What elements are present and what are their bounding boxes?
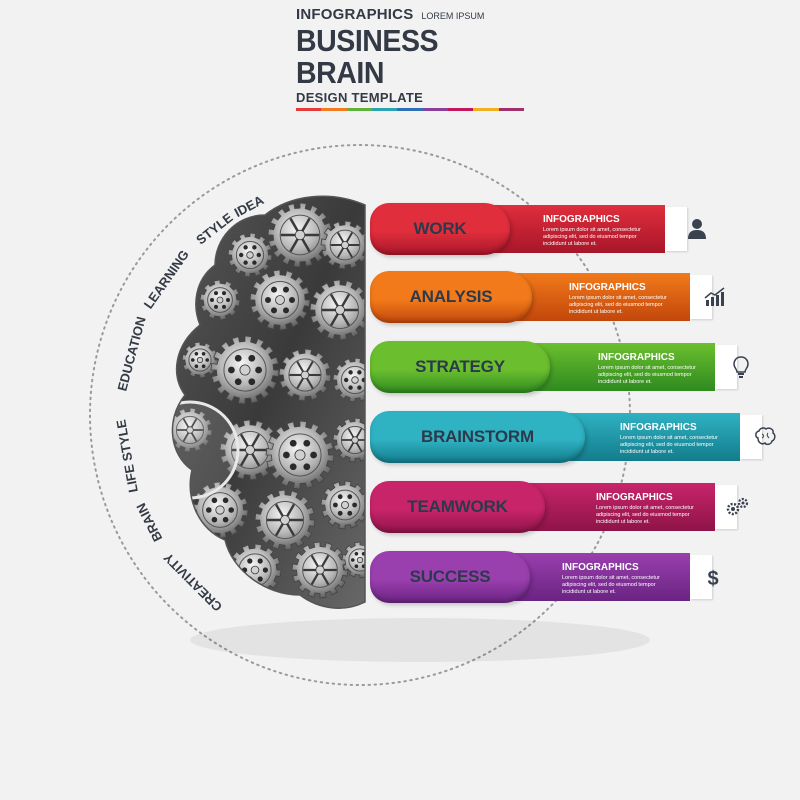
gear — [254, 489, 316, 551]
user-icon — [684, 216, 710, 242]
gear — [332, 417, 365, 463]
gear — [278, 348, 332, 402]
ring-word: CREATIVITY — [160, 550, 225, 615]
brain-shadow — [190, 618, 650, 662]
item-label: BRAINSTORM — [421, 427, 534, 446]
page-subtitle: DESIGN TEMPLATE — [296, 90, 424, 105]
header-lorem: LOREM IPSUM — [421, 11, 485, 21]
lightbulb-icon — [728, 354, 754, 380]
item-panel-description: Lorem ipsum dolor sit amet, consectetur … — [562, 575, 660, 595]
item-pill-success: SUCCESS — [370, 551, 530, 603]
header-infographics: INFOGRAPHICS — [296, 6, 414, 23]
item-label: TEAMWORK — [407, 497, 508, 516]
item-label: WORK — [413, 219, 467, 238]
item-strip — [715, 485, 737, 529]
item-panel-description: Lorem ipsum dolor sit amet, consectetur … — [620, 435, 718, 455]
item-panel-description: Lorem ipsum dolor sit amet, consectetur … — [598, 365, 696, 385]
item-panel-title: INFOGRAPHICS — [569, 282, 646, 293]
ring-word: LEARNING — [141, 247, 192, 311]
item-panel-description: Lorem ipsum dolor sit amet, consectetur … — [543, 227, 641, 247]
color-bar-segment — [397, 108, 423, 111]
item-strip — [690, 275, 712, 319]
gear — [199, 279, 241, 321]
item-strip — [715, 345, 737, 389]
gear — [291, 541, 349, 599]
item-panel-title: INFOGRAPHICS — [620, 422, 697, 433]
item-pill-analysis: ANALYSIS — [370, 271, 532, 323]
gear — [309, 279, 365, 341]
gear — [265, 420, 335, 490]
item-panel-title: INFOGRAPHICS — [596, 492, 673, 503]
brain-icon — [752, 424, 778, 450]
growth-chart-icon — [702, 284, 728, 310]
item-panel-description: Lorem ipsum dolor sit amet, consectetur … — [569, 295, 667, 315]
item-panel-strategy: INFOGRAPHICS Lorem ipsum dolor sit amet, … — [520, 343, 715, 391]
gear — [332, 357, 365, 403]
color-bar-segment — [296, 108, 322, 111]
gear — [320, 480, 365, 530]
color-bar-segment — [346, 108, 372, 111]
header-line: INFOGRAPHICS LOREM IPSUM — [296, 6, 536, 23]
gear — [267, 202, 333, 268]
color-bar-segment — [447, 108, 474, 111]
ring-word: EDUCATION — [114, 315, 148, 393]
brain-gears — [172, 196, 365, 609]
page-title: BUSINESS BRAIN — [296, 23, 439, 90]
gear — [181, 341, 219, 379]
ring-word: BRAIN — [133, 501, 165, 544]
item-panel-description: Lorem ipsum dolor sit amet, consectetur … — [596, 505, 694, 525]
ring-word: STYLE — [193, 210, 236, 248]
gear — [172, 407, 213, 453]
color-bar-segment — [321, 108, 347, 111]
item-pill-teamwork: TEAMWORK — [370, 481, 545, 533]
item-panel-title: INFOGRAPHICS — [598, 352, 675, 363]
color-bar-segment — [498, 108, 524, 111]
color-bar-segment — [371, 108, 398, 111]
gear — [320, 220, 365, 270]
item-strip — [665, 207, 687, 251]
brain-outline — [171, 195, 366, 609]
item-label: STRATEGY — [415, 357, 505, 376]
ring-word: LIFE STYLE — [113, 418, 141, 493]
item-pill-brainstorm: BRAINSTORM — [370, 411, 585, 463]
item-strip — [690, 555, 712, 599]
item-pill-work: WORK — [370, 203, 510, 255]
color-bar-segment — [473, 108, 499, 111]
ring-word: IDEA — [232, 192, 267, 220]
item-label: SUCCESS — [409, 567, 491, 586]
item-strip — [740, 415, 762, 459]
header: INFOGRAPHICS LOREM IPSUM BUSINESS BRAIN … — [296, 6, 536, 111]
item-panel-title: INFOGRAPHICS — [562, 562, 639, 573]
color-bar — [296, 108, 524, 111]
item-label: ANALYSIS — [409, 287, 493, 306]
item-panel-teamwork: INFOGRAPHICS Lorem ipsum dolor sit amet, … — [520, 483, 715, 531]
gear — [249, 269, 311, 331]
item-panel-title: INFOGRAPHICS — [543, 214, 620, 225]
dollar-icon: $ — [700, 564, 726, 590]
color-bar-segment — [422, 108, 448, 111]
gears-icon — [724, 494, 750, 520]
item-pill-strategy: STRATEGY — [370, 341, 550, 393]
gear — [210, 335, 280, 405]
svg-text:$: $ — [707, 568, 718, 590]
gear — [227, 232, 273, 278]
